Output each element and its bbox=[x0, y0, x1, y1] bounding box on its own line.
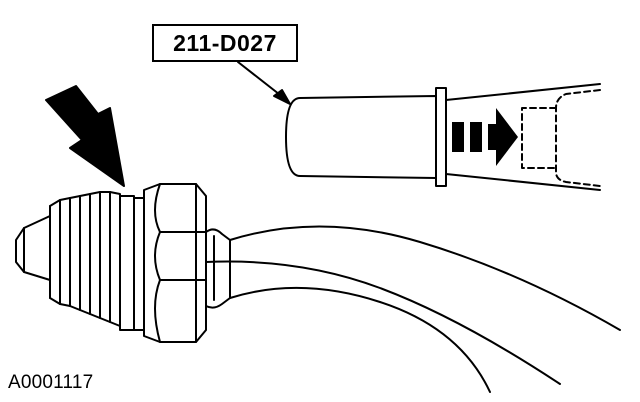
fitting-nose bbox=[15, 215, 51, 281]
fuel-tube bbox=[205, 225, 621, 393]
tool-211-d027 bbox=[237, 61, 601, 191]
tool-inner-bore bbox=[555, 89, 601, 187]
hex-nut bbox=[143, 183, 207, 343]
tool-sleeve bbox=[445, 83, 601, 191]
tool-inner-step bbox=[521, 107, 557, 169]
fuel-line-fitting bbox=[15, 183, 231, 343]
large-black-arrow-icon bbox=[45, 85, 125, 187]
callout-leader-line bbox=[237, 61, 285, 99]
figure-id: A0001117 bbox=[8, 372, 94, 393]
tool-body bbox=[285, 95, 437, 179]
spring-lock-collar bbox=[119, 195, 135, 331]
line-bead bbox=[205, 228, 231, 309]
dashed-direction-arrow-icon bbox=[452, 108, 518, 166]
tool-flange bbox=[435, 87, 447, 187]
callout-leader-arrowhead bbox=[273, 89, 291, 105]
fitting-threads bbox=[49, 191, 121, 327]
tool-number-label: 211-D027 bbox=[152, 24, 298, 62]
